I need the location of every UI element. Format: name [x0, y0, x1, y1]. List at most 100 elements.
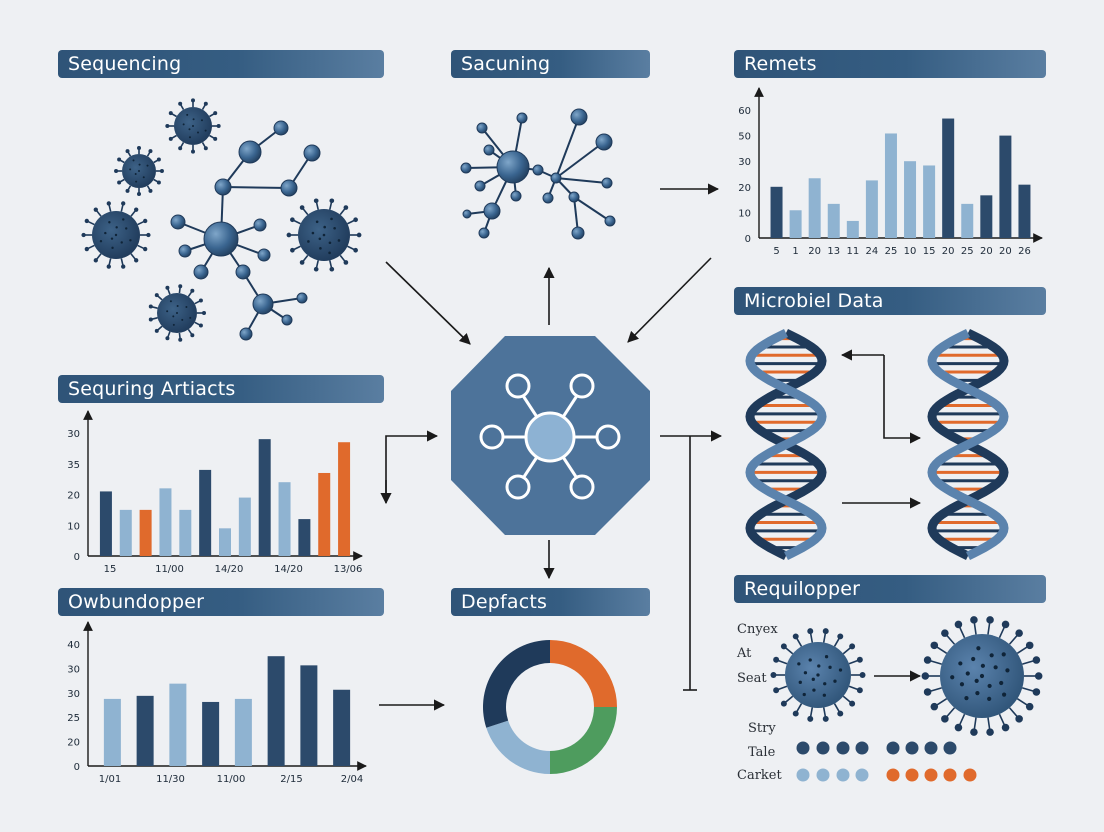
network-node	[571, 226, 585, 240]
x-tick-label: 2/04	[341, 774, 363, 785]
network-node	[604, 215, 616, 227]
bar	[179, 509, 192, 556]
bar	[318, 472, 331, 556]
bar	[219, 528, 231, 556]
y-tick-label: 25	[67, 713, 80, 724]
bar	[238, 497, 251, 556]
label-stry: Stry	[748, 721, 776, 736]
molecule-network-icon	[170, 120, 321, 341]
legend-dot	[855, 741, 869, 755]
virus-icon	[165, 98, 221, 154]
bar	[333, 689, 351, 766]
network-edge	[555, 116, 580, 179]
network-node	[178, 244, 192, 258]
donut-slice	[486, 720, 550, 774]
molecule-network-top-icon	[460, 108, 616, 240]
y-tick-label: 10	[67, 521, 80, 532]
x-tick-label: 24	[866, 246, 879, 257]
network-edge	[222, 186, 290, 189]
legend-dot	[924, 768, 938, 782]
x-tick-label: 1	[792, 246, 798, 257]
bar	[199, 469, 212, 556]
bar	[234, 698, 252, 766]
legend-dot	[816, 768, 830, 782]
network-node	[235, 264, 251, 280]
y-tick-label: 0	[745, 234, 751, 245]
network-node	[510, 190, 522, 202]
network-node	[568, 191, 580, 203]
network-node	[296, 292, 308, 304]
y-tick-label: 30	[67, 664, 80, 675]
y-tick-label: 30	[67, 689, 80, 700]
header-owbundopper: Owbundopper	[58, 588, 384, 616]
network-node	[483, 202, 501, 220]
x-tick-label: 20	[980, 246, 993, 257]
x-tick-label: 15	[104, 564, 117, 575]
header-artiacts: Sequring Artiacts	[58, 375, 384, 403]
legend-dot	[943, 768, 957, 782]
x-tick-label: 15	[923, 246, 936, 257]
virus-icon	[81, 201, 151, 269]
network-edge	[555, 177, 608, 184]
y-tick-label: 60	[738, 106, 751, 117]
network-node	[460, 162, 472, 174]
header-sequencing: Sequencing	[58, 50, 384, 78]
legend-dot	[905, 768, 919, 782]
bar	[338, 442, 351, 556]
x-tick-label: 11/30	[156, 774, 185, 785]
bar	[298, 519, 311, 556]
virus-icon	[770, 628, 866, 722]
label-tale: Tale	[748, 745, 776, 760]
x-tick-label: 5	[773, 246, 779, 257]
y-tick-label: 20	[67, 491, 80, 502]
legend-dot	[836, 768, 850, 782]
network-node	[203, 221, 239, 257]
virus-pair-icon	[770, 616, 1043, 736]
bar	[904, 161, 917, 238]
bar	[169, 683, 187, 766]
y-tick-label: 0	[74, 762, 80, 773]
label-cnyex: Cnyex	[737, 622, 778, 637]
legend-dot	[836, 741, 850, 755]
x-tick-label: 26	[1018, 246, 1031, 257]
bar	[119, 509, 132, 556]
bar	[300, 665, 318, 766]
network-node	[595, 133, 613, 151]
x-tick-label: 11	[846, 246, 859, 257]
bar	[258, 439, 271, 556]
network-node	[193, 264, 209, 280]
bar	[789, 210, 802, 238]
x-tick-label: 1/01	[99, 774, 121, 785]
y-tick-label: 0	[74, 552, 80, 563]
header-depfacts: Depfacts	[451, 588, 650, 616]
dna-strand	[927, 328, 1009, 561]
bar	[808, 178, 821, 238]
network-node	[253, 218, 267, 232]
network-node	[462, 209, 472, 219]
virus-icon	[114, 146, 164, 196]
label-seat: Seat	[737, 671, 767, 686]
network-node	[476, 122, 488, 134]
flow-arrows	[379, 183, 922, 711]
dna-helix-icon	[745, 328, 1009, 561]
x-tick-label: 20	[999, 246, 1012, 257]
header-microbiel: Microbiel Data	[734, 287, 1046, 315]
bar	[159, 488, 172, 556]
y-tick-label: 20	[738, 183, 751, 194]
network-node	[474, 180, 486, 192]
bar	[103, 698, 121, 766]
network-node	[570, 108, 588, 126]
header-sacuning: Sacuning	[451, 50, 650, 78]
y-tick-label: 10	[738, 208, 751, 219]
dna-strand	[745, 328, 827, 561]
network-node	[239, 327, 253, 341]
x-tick-label: 20	[942, 246, 955, 257]
legend-dot	[963, 768, 977, 782]
dna-helix	[745, 328, 827, 561]
virus-icon	[286, 198, 362, 272]
x-tick-label: 14/20	[274, 564, 303, 575]
legend-dot	[886, 741, 900, 755]
x-tick-label: 25	[885, 246, 898, 257]
network-node	[550, 172, 562, 184]
